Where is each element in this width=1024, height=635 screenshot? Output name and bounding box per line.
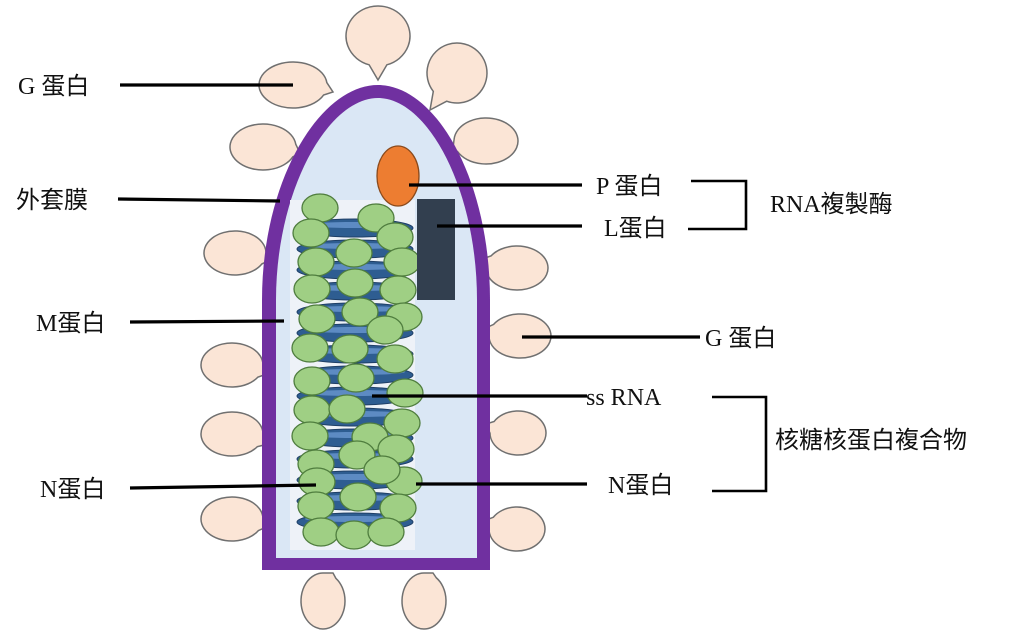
g-protein-shape (200, 496, 265, 542)
g-protein-shape (200, 411, 265, 457)
g-protein-shape (426, 42, 488, 112)
g-protein-spike (200, 342, 265, 388)
p-protein (376, 145, 420, 207)
g-protein-spike (484, 245, 549, 291)
n-protein (363, 455, 401, 485)
n-protein (335, 520, 373, 550)
g-protein-shape (203, 230, 269, 276)
leader-envelope (117, 197, 281, 203)
g-protein-spike (300, 572, 346, 630)
label-envelope: 外套膜 (16, 187, 88, 214)
g-protein-spike (203, 230, 269, 276)
g-protein-spike (485, 506, 546, 552)
n-protein (293, 395, 331, 425)
g-protein-spike (258, 61, 335, 109)
g-protein-spikes (200, 5, 552, 630)
n-protein (383, 408, 421, 438)
label-n-protein-left: N蛋白 (40, 476, 105, 503)
g-protein-shape (229, 123, 301, 171)
n-protein (379, 275, 417, 305)
label-m-protein: M蛋白 (36, 310, 105, 337)
g-protein-spike (426, 42, 488, 112)
g-protein-shape (484, 245, 549, 291)
g-protein-shape (485, 506, 546, 552)
n-protein (328, 394, 366, 424)
label-g-protein-right: G 蛋白 (705, 325, 776, 352)
n-protein-cluster (291, 193, 424, 550)
g-protein-spike (200, 411, 265, 457)
g-protein-spike (200, 496, 265, 542)
n-protein (341, 297, 379, 327)
n-protein (383, 247, 421, 277)
g-protein-shape (487, 313, 552, 359)
n-protein (291, 421, 329, 451)
n-protein (301, 193, 339, 223)
n-protein (376, 344, 414, 374)
n-protein (291, 333, 329, 363)
n-protein (366, 315, 404, 345)
g-protein-shape (200, 342, 265, 388)
n-protein (386, 378, 424, 408)
n-protein (292, 218, 330, 248)
bracket-rna-polymerase (688, 179, 748, 231)
n-protein (293, 366, 331, 396)
g-protein-spike (229, 123, 301, 171)
g-protein-spike (484, 410, 547, 456)
n-protein (337, 363, 375, 393)
label-n-protein-right: N蛋白 (608, 472, 673, 499)
n-protein (297, 247, 335, 277)
g-protein-shape (484, 410, 547, 456)
leader-n-protein-left (129, 483, 317, 490)
g-protein-shape (401, 572, 447, 630)
bracket-rnp-complex (712, 395, 768, 493)
n-protein (302, 517, 340, 547)
g-protein-shape (452, 117, 519, 165)
n-protein (376, 222, 414, 252)
n-protein (339, 482, 377, 512)
label-p-protein: P 蛋白 (596, 173, 662, 200)
g-protein-shape (258, 61, 335, 109)
g-protein-shape (300, 572, 346, 630)
g-protein-spike (401, 572, 447, 630)
g-protein-spike (452, 117, 519, 165)
n-protein (293, 274, 331, 304)
label-rna-polymerase: RNA複製酶 (770, 191, 893, 218)
n-protein (331, 334, 369, 364)
n-protein (298, 304, 336, 334)
n-protein (336, 268, 374, 298)
n-protein (297, 491, 335, 521)
n-protein (367, 517, 405, 547)
label-g-protein-left: G 蛋白 (18, 73, 89, 100)
l-protein (417, 199, 455, 300)
label-ribonucleoprotein-complex: 核糖核蛋白複合物 (775, 427, 967, 454)
leader-m-protein (129, 319, 285, 324)
n-protein (338, 440, 376, 470)
label-ss-rna: ss RNA (586, 385, 662, 411)
g-protein-spike (487, 313, 552, 359)
g-protein-spike (345, 5, 411, 82)
n-protein (335, 238, 373, 268)
label-l-protein: L蛋白 (604, 215, 667, 242)
g-protein-shape (345, 5, 411, 82)
